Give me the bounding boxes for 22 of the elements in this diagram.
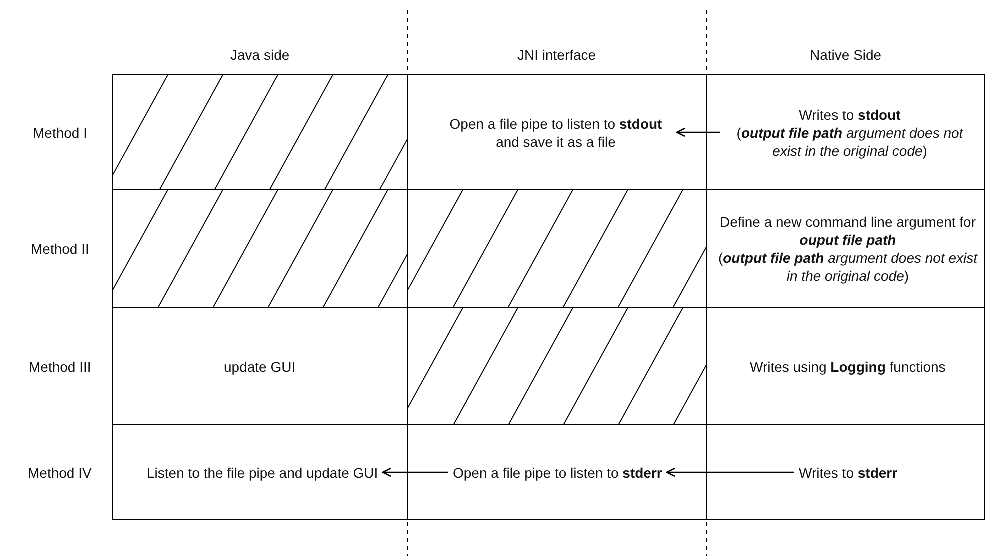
row-header: Method I [33, 124, 88, 140]
cell-text: Listen to the file pipe and update GUI [142, 462, 384, 482]
column-header: JNI interface [518, 47, 596, 63]
hatched-cell [408, 308, 707, 425]
column-header: Java side [230, 47, 290, 63]
arrow [676, 128, 720, 138]
arrow [382, 468, 448, 478]
arrow [666, 468, 794, 478]
cell-text: update GUI [219, 356, 301, 376]
row-header: Method II [31, 241, 90, 257]
cell-text: Writes to stdout (output file path argument does not exist in the original code) [720, 104, 980, 160]
row-header: Method III [29, 358, 92, 374]
column-header: Native Side [810, 47, 882, 63]
cell-text: Writes to stderr [794, 462, 903, 482]
hatched-cell [113, 190, 408, 308]
cell-text: Define a new command line argument for ouput file path (output file path argument does not exist in the original code) [713, 212, 983, 286]
cell-text: Open a file pipe to listen to stderr [448, 462, 668, 482]
row-header: Method IV [28, 464, 92, 480]
cell-text: Open a file pipe to listen to stdout and save it as a file [435, 114, 677, 152]
cell-text: Writes using Logging functions [745, 356, 951, 376]
hatched-cell [408, 190, 707, 308]
hatched-cell [113, 75, 408, 190]
